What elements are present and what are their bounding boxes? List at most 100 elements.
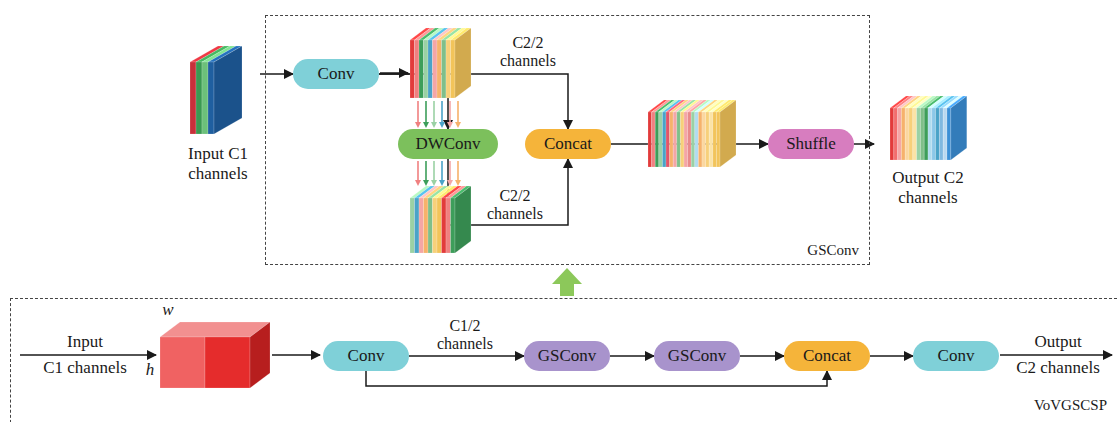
feature-slab (894, 108, 898, 160)
feature-slab (716, 112, 720, 167)
feature-slab (947, 108, 951, 160)
feature-slab (890, 108, 894, 160)
block-label: Conv (318, 64, 355, 84)
concat-feature-map (648, 100, 736, 167)
feature-slab (437, 40, 442, 98)
block-label: Concat (803, 346, 851, 366)
input-feature-map: Input C1 channels (176, 44, 260, 183)
channel-arrow-head (431, 180, 437, 186)
feature-slab (713, 112, 717, 167)
flow-arrow (379, 74, 568, 129)
io-label: Output (1034, 333, 1081, 351)
channel-arrow-head (423, 180, 429, 186)
feature-map-label: Output C2 channels (874, 168, 982, 207)
module-title: VoVGSCSP (1034, 397, 1107, 414)
feature-slab (691, 112, 695, 167)
feature-slab (709, 112, 713, 167)
vovgscsp-module: VoVGSCSP Conv GSConv GSConv Concat Conv (10, 298, 1118, 422)
feature-slab (901, 108, 905, 160)
feature-slab (415, 40, 420, 98)
feature-slab (410, 40, 415, 98)
flow-arrow (272, 354, 320, 356)
feature-slab (688, 112, 692, 167)
feature-slab (433, 198, 438, 253)
feature-slab (936, 108, 940, 160)
feature-slab (419, 198, 424, 253)
flow-arrow (740, 355, 784, 357)
feature-slab (451, 198, 456, 253)
feature-slab (905, 108, 909, 160)
block-label: Conv (938, 346, 975, 366)
feature-slab-side (214, 46, 242, 134)
block-label: Shuffle (786, 134, 836, 154)
feature-slab (442, 40, 447, 98)
feature-map-label: Input C1 channels (176, 144, 260, 183)
feature-slab (932, 108, 936, 160)
cube-front (160, 337, 205, 388)
feature-slab-side (455, 186, 471, 253)
channel-arrow-head (447, 122, 453, 128)
block-label: DWConv (415, 134, 480, 154)
feature-slab (898, 108, 902, 160)
concat-block: Concat (784, 341, 870, 371)
cube-side (250, 322, 270, 388)
feature-slab (680, 112, 684, 167)
feature-slab (437, 198, 442, 253)
feature-slab-side (455, 28, 471, 98)
flow-arrow (409, 355, 524, 357)
channel-arrow-head (447, 180, 453, 186)
feature-slab (673, 112, 677, 167)
gsconv-module: GSConvConvDWConvConcatShuffle (265, 15, 870, 265)
input-tensor-cube (160, 322, 270, 388)
feature-slab (446, 40, 451, 98)
block-label: GSConv (668, 346, 727, 366)
expand-arrow (552, 268, 582, 296)
feature-slab (666, 112, 670, 167)
feature-slab (419, 40, 424, 98)
gsconv-block: GSConv (654, 341, 740, 371)
flow-arrow (870, 355, 913, 357)
feature-slab-side (951, 96, 967, 160)
block-label: GSConv (538, 346, 597, 366)
feature-slab (428, 40, 433, 98)
channel-arrow-head (423, 122, 429, 128)
feature-slab (648, 112, 652, 167)
feature-slab (695, 112, 699, 167)
dwconv-output-feature-map (410, 186, 471, 253)
channel-count-label: C1/2 channels (430, 317, 500, 353)
feature-slab (943, 108, 947, 160)
flow-arrow (1000, 354, 1112, 356)
channel-count-label: C2/2 channels (493, 34, 563, 70)
io-label: C1 channels (43, 359, 127, 377)
channel-arrow-head (455, 122, 461, 128)
feature-slab (190, 62, 196, 134)
feature-slab (655, 112, 659, 167)
conv-block: Conv (913, 341, 999, 371)
feature-slab (702, 112, 706, 167)
feature-slab (917, 108, 921, 160)
flow-arrow (854, 143, 874, 145)
feature-slab (424, 40, 429, 98)
feature-slab (446, 198, 451, 253)
feature-slab (909, 108, 913, 160)
channel-arrow-head (439, 122, 445, 128)
feature-slab (424, 198, 429, 253)
gsconv-block: GSConv (524, 341, 610, 371)
dimension-label: w (162, 301, 173, 319)
feature-slab (202, 62, 208, 134)
channel-arrow-head (415, 122, 421, 128)
block-label: Conv (348, 346, 385, 366)
feature-slab (433, 40, 438, 98)
feature-slab (451, 40, 456, 98)
flow-arrow (366, 371, 827, 386)
io-label: C2 channels (1016, 359, 1100, 377)
feature-slab (670, 112, 674, 167)
feature-slab (196, 62, 202, 134)
channel-arrow-head (415, 180, 421, 186)
feature-slab (698, 112, 702, 167)
conv-block: Conv (323, 341, 409, 371)
feature-slab (659, 112, 663, 167)
channel-arrow-head (431, 122, 437, 128)
feature-slab (442, 198, 447, 253)
